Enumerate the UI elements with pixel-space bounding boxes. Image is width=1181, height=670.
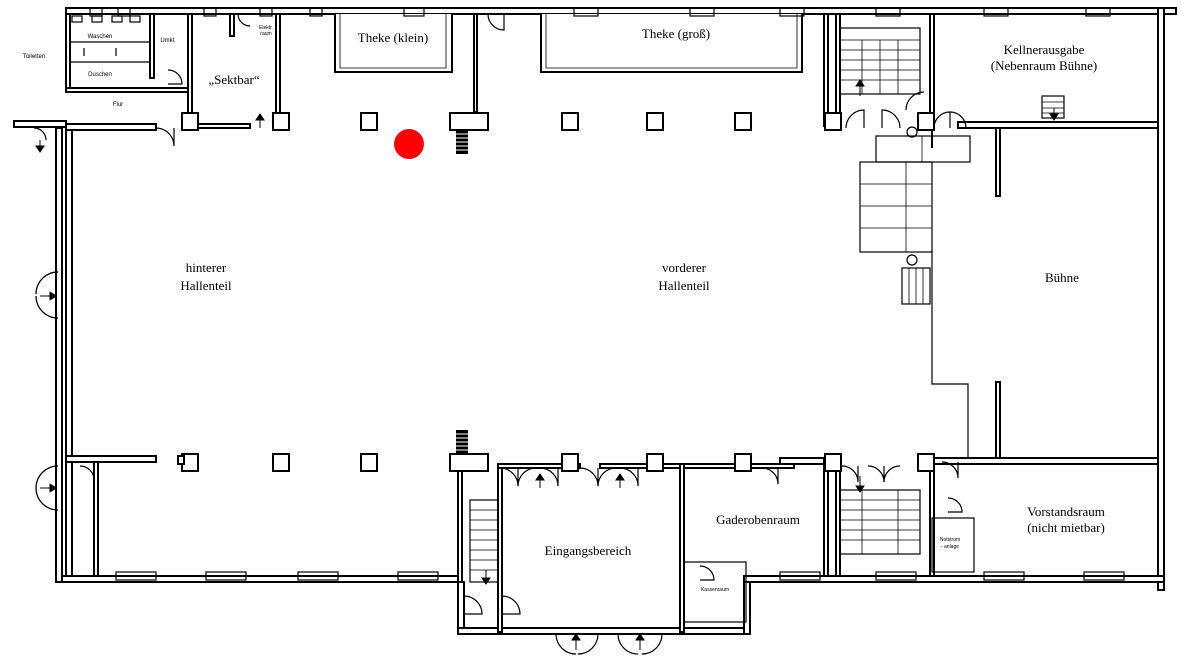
label-theke-klein: Theke (klein) [358, 30, 428, 45]
outer-walls [13, 7, 1177, 635]
stairs [456, 27, 1065, 583]
label-umkl: Umkl. [160, 38, 176, 44]
label-eingangsbereich: Eingangsbereich [545, 543, 632, 558]
label-gaderobenraum: Gaderobenraum [716, 512, 800, 527]
exit-arrows [35, 79, 1059, 650]
label-notstrom-anlage: - anlage [941, 544, 959, 550]
label-hinterer-hallenteil: Hallenteil [180, 278, 232, 293]
label-sektbar: „Sektbar“ [208, 72, 259, 87]
label-vorderer: vorderer [662, 260, 707, 275]
label-kellnerausgabe: Kellnerausgabe [1004, 42, 1085, 57]
label-elektro: Elektr. [259, 25, 273, 31]
room-labels: Theke (klein) Theke (groß) „Sektbar“ Kel… [23, 25, 1105, 593]
label-theke-gross: Theke (groß) [642, 26, 710, 41]
label-hinterer: hinterer [186, 260, 227, 275]
label-vorstandsraum-sub: (nicht mietbar) [1027, 520, 1105, 535]
label-waschen: Waschen [88, 34, 113, 40]
label-notstrom: Notstrom [940, 537, 960, 543]
label-kellnerausgabe-sub: (Nebenraum Bühne) [991, 58, 1098, 73]
toilet-fixtures [70, 15, 150, 63]
location-marker [394, 129, 424, 159]
label-flur: Flur [113, 102, 123, 108]
pillars [177, 112, 935, 472]
label-elektro-raum: raum [260, 31, 271, 37]
label-kassenraum: Kassenraum [701, 587, 729, 593]
windows [89, 7, 1125, 581]
label-duschen: Duschen [88, 72, 112, 78]
doors [33, 13, 967, 655]
label-vorderer-hallenteil: Hallenteil [658, 278, 710, 293]
interior-walls [65, 13, 1159, 633]
label-buehne: Bühne [1045, 270, 1079, 285]
label-vorstandsraum: Vorstandsraum [1027, 504, 1105, 519]
label-toiletten: Toiletten [23, 54, 45, 60]
